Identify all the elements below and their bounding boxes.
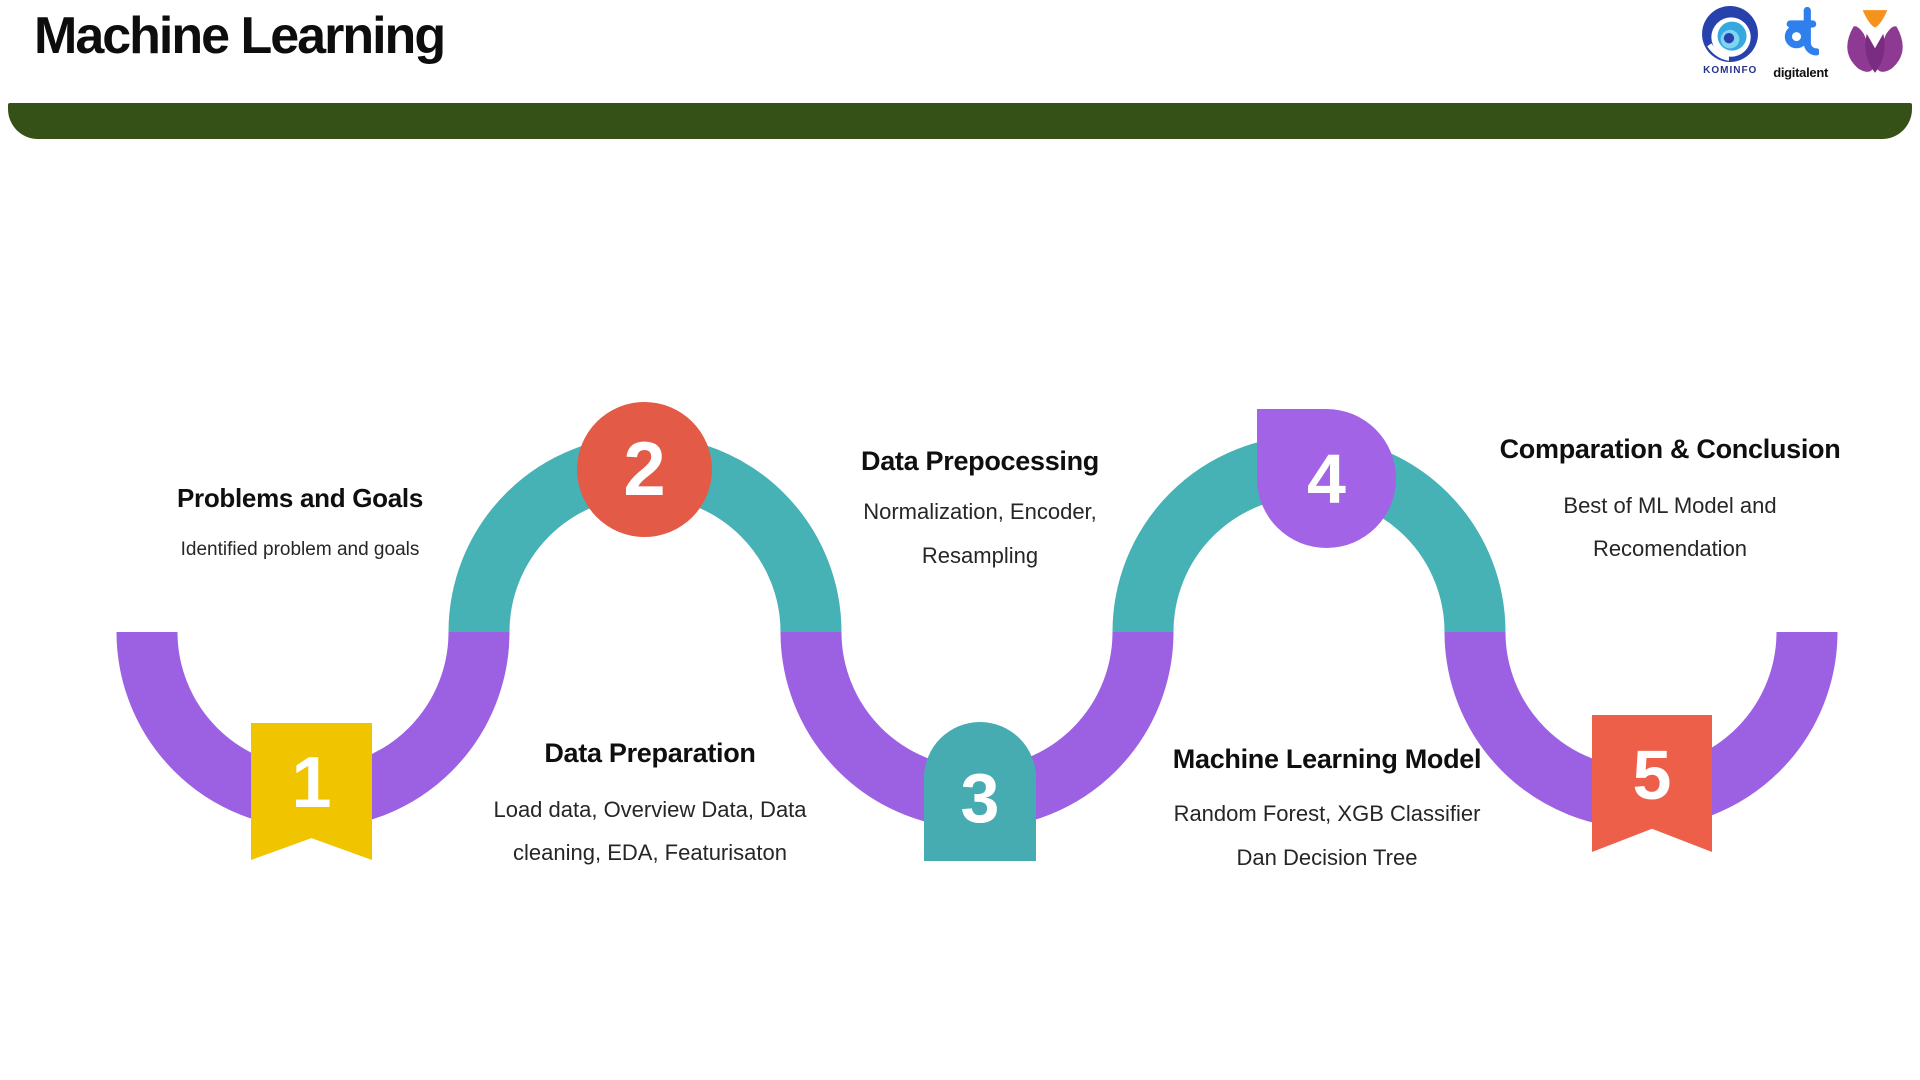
step-5-title: Comparation & Conclusion	[1499, 434, 1841, 464]
step-5-description: Best of ML Model and Recomendation	[1470, 484, 1870, 570]
step-4-title: Machine Learning Model	[1172, 744, 1482, 774]
kominfo-label: KOMINFO	[1703, 65, 1758, 76]
step-3-arch-marker: 3	[924, 722, 1036, 861]
step-1-text-block: Problems and Goals Identified problem an…	[120, 482, 480, 562]
step-3-line-2: Resampling	[921, 543, 1039, 568]
step-3-number: 3	[960, 758, 1000, 837]
step-2-line-2: cleaning, EDA, Featurisaton	[513, 840, 787, 865]
step-5-text-block: Comparation & Conclusion Best of ML Mode…	[1470, 432, 1870, 570]
step-2-circle-marker: 2	[577, 402, 712, 537]
digitalent-label: digitalent	[1773, 65, 1828, 80]
step-4-number: 4	[1307, 439, 1346, 518]
step-4-text-block: Machine Learning Model Random Forest, XG…	[1132, 742, 1522, 880]
step-1-description: Identified problem and goals	[120, 538, 480, 562]
step-4-line-1: Random Forest, XGB Classifier	[1173, 801, 1481, 826]
step-1-ribbon-marker: 1	[251, 723, 372, 860]
step-4-teardrop-marker: 4	[1257, 409, 1396, 548]
digitalent-logo: digitalent	[1773, 5, 1828, 80]
step-2-line-1: Load data, Overview Data, Data	[493, 797, 807, 822]
flower-logo-icon	[1847, 10, 1903, 73]
step-5-number: 5	[1632, 735, 1672, 814]
step-3-title: Data Prepocessing	[861, 446, 1099, 476]
kominfo-logo: KOMINFO	[1701, 5, 1759, 76]
page-title: Machine Learning	[34, 7, 446, 65]
step-2-description: Load data, Overview Data, Data cleaning,…	[455, 788, 845, 874]
digitalent-mark-icon	[1784, 6, 1819, 56]
step-4-line-2: Dan Decision Tree	[1236, 845, 1418, 870]
step-2-title: Data Preparation	[544, 738, 756, 768]
step-3-text-block: Data Prepocessing Normalization, Encoder…	[785, 444, 1175, 578]
step-1-line-1: Identified problem and goals	[180, 539, 420, 560]
step-5-line-1: Best of ML Model and	[1563, 493, 1777, 518]
step-4-description: Random Forest, XGB Classifier Dan Decisi…	[1132, 792, 1522, 880]
logo-row: KOMINFO digitalent	[1701, 5, 1908, 80]
divider-bar	[8, 103, 1912, 139]
step-2-text-block: Data Preparation Load data, Overview Dat…	[455, 736, 845, 874]
step-3-line-1: Normalization, Encoder,	[863, 499, 1097, 524]
step-1-number: 1	[291, 742, 332, 823]
step-5-line-2: Recomendation	[1592, 536, 1748, 561]
step-3-description: Normalization, Encoder, Resampling	[785, 490, 1175, 578]
step-2-number: 2	[623, 427, 666, 512]
kominfo-swirl-icon	[1702, 6, 1759, 62]
step-1-title: Problems and Goals	[176, 483, 423, 513]
